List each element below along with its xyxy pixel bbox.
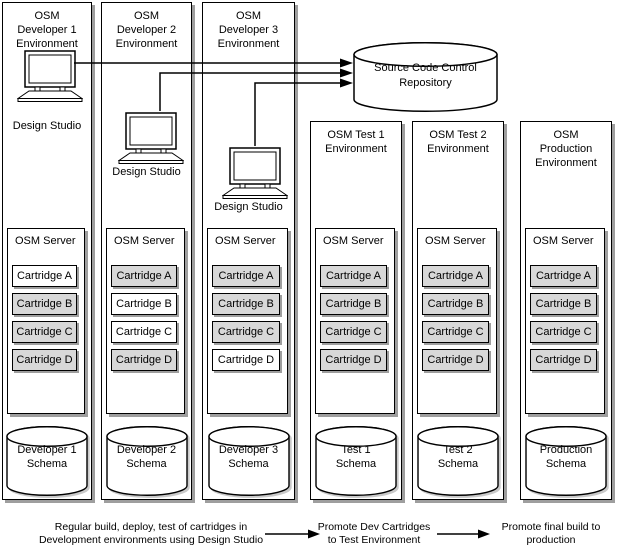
cylinder-icon: [6, 426, 88, 496]
cartridge-b: Cartridge B: [320, 293, 387, 315]
cartridge-a: Cartridge A: [422, 265, 489, 287]
env-title: OSM Test 1 Environment: [325, 129, 387, 155]
schema-cylinder: Developer 1 Schema: [6, 426, 88, 496]
caption-promote-test: Promote Dev Cartridges to Test Environme…: [317, 521, 431, 546]
arrowhead-icon: [340, 78, 353, 88]
arrowhead-icon: [340, 68, 353, 78]
env-title: OSM Developer 2 Environment: [115, 10, 178, 50]
osm-server-label: OSM Server: [15, 235, 76, 247]
schema-cylinder: Test 1 Schema: [315, 426, 397, 496]
cartridge-c: Cartridge C: [12, 321, 77, 343]
schema-label: Production Schema: [539, 444, 593, 470]
cartridge-b: Cartridge B: [530, 293, 597, 315]
cartridge-c: Cartridge C: [530, 321, 597, 343]
cartridge-c: Cartridge C: [320, 321, 387, 343]
env-title: OSM Test 2 Environment: [427, 129, 489, 155]
env-column-osm-production: OSM Production Environment OSM Server Ca…: [520, 121, 612, 500]
design-studio-label: Design Studio: [12, 120, 82, 132]
design-studio-computer-icon: [118, 112, 184, 164]
env-title: OSM Production Environment: [535, 129, 597, 169]
env-column-osm-test-1: OSM Test 1 Environment OSM Server Cartri…: [310, 121, 402, 500]
cartridge-a: Cartridge A: [111, 265, 177, 287]
cartridge-a: Cartridge A: [320, 265, 387, 287]
schema-label: Test 2 Schema: [437, 444, 479, 470]
arrowhead-icon: [340, 58, 353, 68]
cartridge-b: Cartridge B: [12, 293, 77, 315]
design-studio-computer-icon: [17, 50, 83, 102]
cartridge-d: Cartridge D: [212, 349, 280, 371]
schema-cylinder: Test 2 Schema: [417, 426, 499, 496]
cartridge-c: Cartridge C: [111, 321, 177, 343]
repository-cylinder-icon: [353, 42, 498, 112]
osm-server-label: OSM Server: [114, 235, 175, 247]
env-column-osm-test-2: OSM Test 2 Environment OSM Server Cartri…: [412, 121, 504, 500]
cartridge-d: Cartridge D: [530, 349, 597, 371]
cartridge-d: Cartridge D: [320, 349, 387, 371]
osm-server-label: OSM Server: [533, 235, 594, 247]
schema-cylinder: Developer 3 Schema: [207, 426, 290, 496]
osm-server-box: OSM Server Cartridge A Cartridge B Cartr…: [106, 228, 185, 414]
cylinder-icon: [315, 426, 397, 496]
cylinder-icon: [207, 426, 290, 496]
design-studio-computer-icon: [222, 147, 288, 199]
osm-server-box: OSM Server Cartridge A Cartridge B Cartr…: [525, 228, 605, 414]
design-studio-label: Design Studio: [112, 166, 181, 178]
cartridge-a: Cartridge A: [530, 265, 597, 287]
cartridge-b: Cartridge B: [212, 293, 280, 315]
osm-server-label: OSM Server: [215, 235, 276, 247]
source-code-repository: Source Code Control Repository: [353, 42, 498, 112]
env-title: OSM Developer 3 Environment: [217, 10, 280, 50]
env-column-osm-developer-1: OSM Developer 1 Environment Design Studi…: [2, 2, 92, 500]
schema-cylinder: Developer 2 Schema: [105, 426, 188, 496]
cartridge-d: Cartridge D: [12, 349, 77, 371]
cartridge-a: Cartridge A: [212, 265, 280, 287]
cartridge-d: Cartridge D: [422, 349, 489, 371]
cartridge-b: Cartridge B: [422, 293, 489, 315]
cartridge-b: Cartridge B: [111, 293, 177, 315]
schema-label: Developer 2 Schema: [116, 444, 177, 470]
osm-server-box: OSM Server Cartridge A Cartridge B Cartr…: [315, 228, 395, 414]
env-title: OSM Developer 1 Environment: [16, 10, 78, 50]
caption-promote-prod: Promote final build to production: [501, 521, 601, 546]
schema-label: Developer 3 Schema: [218, 444, 279, 470]
cartridge-a: Cartridge A: [12, 265, 77, 287]
osm-server-box: OSM Server Cartridge A Cartridge B Cartr…: [207, 228, 288, 414]
design-studio-label: Design Studio: [214, 201, 283, 213]
osm-server-box: OSM Server Cartridge A Cartridge B Cartr…: [7, 228, 85, 414]
cartridge-c: Cartridge C: [212, 321, 280, 343]
osm-server-label: OSM Server: [425, 235, 486, 247]
osm-server-box: OSM Server Cartridge A Cartridge B Cartr…: [417, 228, 497, 414]
repository-label: Source Code Control Repository: [374, 62, 477, 89]
cartridge-c: Cartridge C: [422, 321, 489, 343]
schema-label: Test 1 Schema: [335, 444, 377, 470]
cartridge-d: Cartridge D: [111, 349, 177, 371]
cylinder-icon: [525, 426, 607, 496]
env-column-osm-developer-3: OSM Developer 3 Environment Design Studi…: [202, 2, 295, 500]
cylinder-icon: [417, 426, 499, 496]
schema-cylinder: Production Schema: [525, 426, 607, 496]
schema-label: Developer 1 Schema: [17, 444, 77, 470]
caption-dev-build: Regular build, deploy, test of cartridge…: [38, 521, 264, 546]
cylinder-icon: [105, 426, 188, 496]
osm-server-label: OSM Server: [323, 235, 384, 247]
env-column-osm-developer-2: OSM Developer 2 Environment Design Studi…: [101, 2, 192, 500]
